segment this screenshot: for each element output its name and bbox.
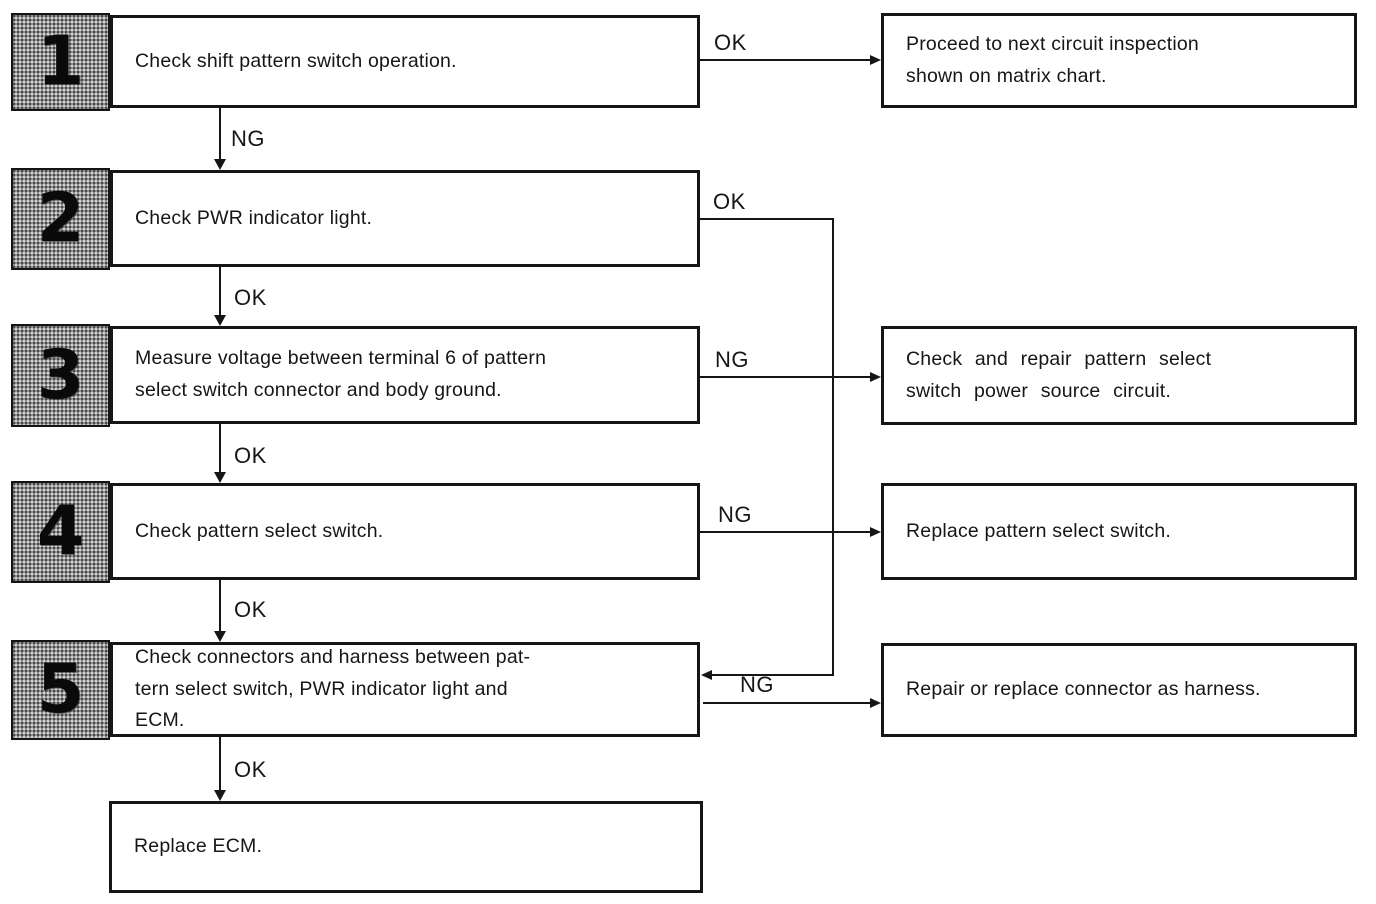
arrow-step4-ng-head <box>870 527 881 537</box>
step-box-2: Check PWR indicator light. <box>110 170 700 267</box>
arrow-step2-to-step3-head <box>214 315 226 326</box>
step-box-4: Check pattern select switch. <box>110 483 700 580</box>
step-box-1: Check shift pattern switch operation. <box>110 15 700 108</box>
arrow-step3-to-step4-head <box>214 472 226 483</box>
arrow-step2-ok-line-vertical <box>832 218 834 676</box>
edge-label-step4-ng: NG <box>718 502 752 527</box>
result-text-3: Replace pattern select switch. <box>906 519 1172 542</box>
step-text-4: Check pattern select switch. <box>135 519 384 542</box>
step-text-3: Measure voltage between terminal 6 of pa… <box>135 347 547 401</box>
arrow-step2-ok-line-into-step5 <box>712 674 834 676</box>
arrow-step5-to-final-head <box>214 790 226 801</box>
edge-label-step1-ok: OK <box>714 30 747 55</box>
step-number-2: 2 <box>36 179 85 258</box>
step-box-5: Check connectors and harness between pat… <box>110 642 700 737</box>
step-text-5: Check connectors and harness between pat… <box>135 646 531 732</box>
arrow-step3-ng-line <box>700 376 872 378</box>
arrow-step3-ng-head <box>870 372 881 382</box>
edge-label-step3-ok-down: OK <box>234 443 267 468</box>
step-number-4: 4 <box>36 492 85 571</box>
arrow-step2-ok-line-out <box>700 218 834 220</box>
result-box-repair-connector: Repair or replace connector as harness. <box>881 643 1357 737</box>
step-number-badge-2: 2 <box>11 168 110 270</box>
edge-label-step1-ng: NG <box>231 126 265 151</box>
step-number-badge-3: 3 <box>11 324 110 427</box>
result-box-proceed-matrix: Proceed to next circuit inspection shown… <box>881 13 1357 108</box>
final-text: Replace ECM. <box>134 835 263 858</box>
result-box-repair-power-source: Check and repair pattern select switch p… <box>881 326 1357 425</box>
edge-label-step5-ok-down: OK <box>234 757 267 782</box>
arrow-step4-ng-line <box>700 531 872 533</box>
arrow-step1-ok-head <box>870 55 881 65</box>
edge-label-step4-ok-down: OK <box>234 597 267 622</box>
edge-label-step3-ng: NG <box>715 347 749 372</box>
step-number-badge-4: 4 <box>11 481 110 583</box>
arrow-step4-to-step5-head <box>214 631 226 642</box>
result-text-1: Proceed to next circuit inspection shown… <box>906 32 1199 87</box>
step-box-3: Measure voltage between terminal 6 of pa… <box>110 326 700 424</box>
result-text-2: Check and repair pattern select switch p… <box>906 347 1212 402</box>
arrow-step2-ok-head <box>701 670 712 680</box>
step-number-3: 3 <box>36 335 85 415</box>
arrow-step5-ng-head <box>870 698 881 708</box>
step-number-badge-1: 1 <box>11 13 110 111</box>
arrow-step3-to-step4-line <box>219 424 221 473</box>
arrow-step1-to-step2-line <box>219 108 221 160</box>
arrow-step2-to-step3-line <box>219 267 221 316</box>
arrow-step1-to-step2-head <box>214 159 226 170</box>
step-number-5: 5 <box>36 650 85 729</box>
final-box-replace-ecm: Replace ECM. <box>109 801 703 893</box>
step-number-1: 1 <box>36 22 85 101</box>
result-box-replace-switch: Replace pattern select switch. <box>881 483 1357 580</box>
edge-label-step2-ok-side: OK <box>713 189 746 214</box>
arrow-step4-to-step5-line <box>219 580 221 632</box>
result-text-4: Repair or replace connector as harness. <box>906 678 1261 701</box>
arrow-step1-ok-line <box>700 59 872 61</box>
arrow-step5-ng-line <box>703 702 871 704</box>
edge-label-step5-ng: NG <box>740 672 774 697</box>
step-text-1: Check shift pattern switch operation. <box>135 49 457 72</box>
step-number-badge-5: 5 <box>11 640 110 740</box>
edge-label-step2-ok-down: OK <box>234 285 267 310</box>
arrow-step5-to-final-line <box>219 737 221 791</box>
step-text-2: Check PWR indicator light. <box>135 206 373 229</box>
